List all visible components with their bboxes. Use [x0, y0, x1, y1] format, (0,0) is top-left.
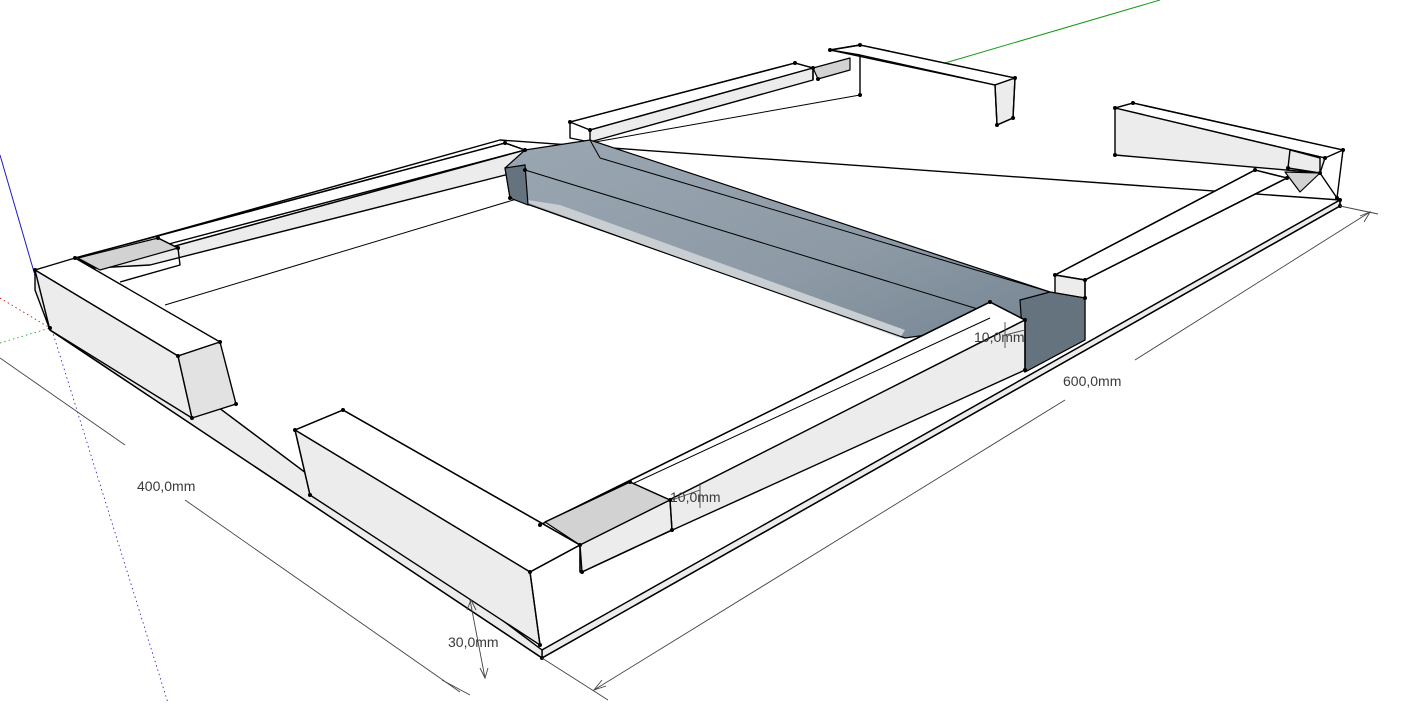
- red-axis-hidden: [0, 297, 51, 329]
- dimension-wall-right-label: 10,0mm: [974, 329, 1025, 345]
- dimension-width-label: 400,0mm: [137, 478, 195, 494]
- dimension-wall-front[interactable]: 10,0mm: [670, 483, 721, 508]
- dimension-base-height[interactable]: 30,0mm: [448, 598, 499, 680]
- vertex-markers: [33, 43, 1345, 660]
- wall-back[interactable]: [569, 62, 814, 143]
- wall-front-right[interactable]: [539, 301, 1026, 573]
- green-axis: [944, 0, 1161, 64]
- green-axis-hidden: [0, 327, 51, 344]
- dimension-width[interactable]: 400,0mm: [0, 357, 471, 696]
- dimension-length[interactable]: 600,0mm: [541, 205, 1379, 701]
- dimension-wall-right[interactable]: 10,0mm: [974, 322, 1026, 348]
- dimension-base-height-label: 30,0mm: [448, 634, 499, 650]
- wall-back-corner[interactable]: [812, 44, 1016, 126]
- dimension-wall-front-label: 10,0mm: [670, 489, 721, 505]
- inner-floor: [164, 94, 861, 306]
- wall-left-end[interactable]: [34, 237, 237, 419]
- dimension-length-label: 600,0mm: [1063, 373, 1121, 389]
